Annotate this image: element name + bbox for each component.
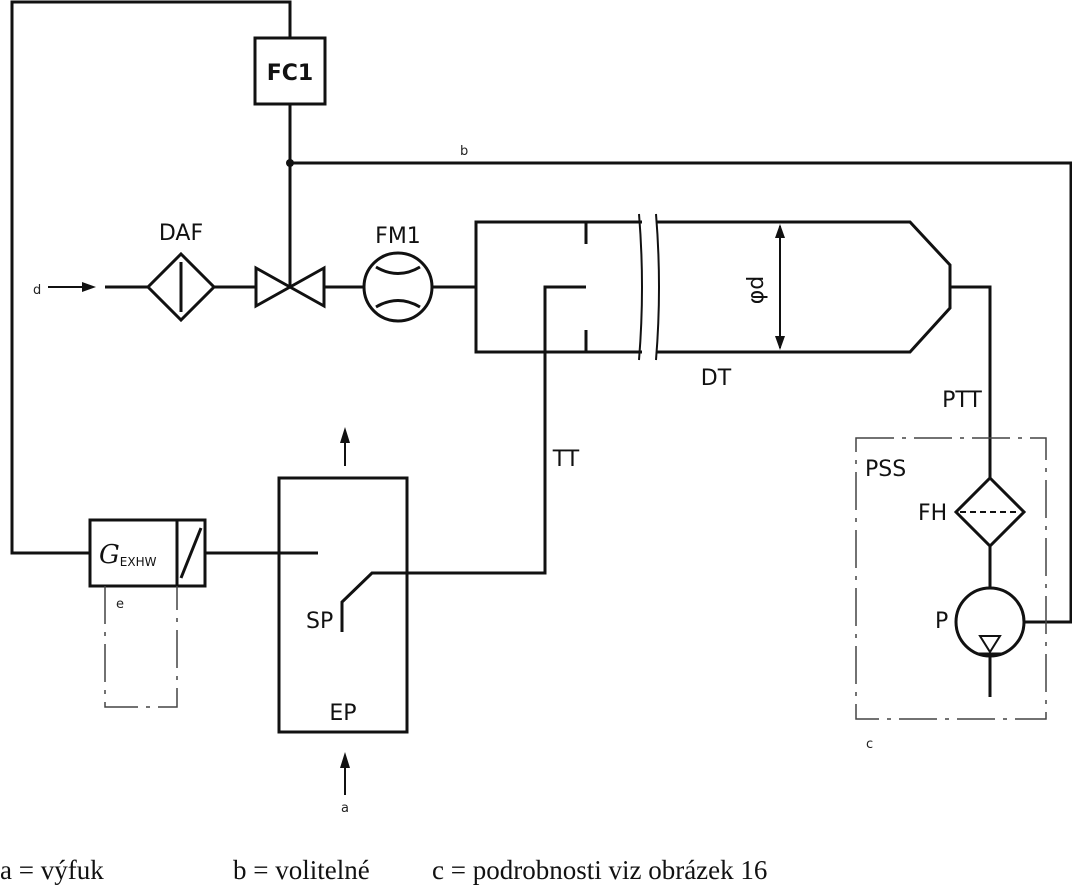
fm1-flow-meter bbox=[362, 251, 434, 323]
marker-c: c bbox=[866, 737, 873, 752]
legend-a: a = výfuk bbox=[0, 855, 104, 885]
tt-label: TT bbox=[552, 447, 580, 472]
pump-label: P bbox=[935, 609, 948, 634]
legend: a = výfuk b = volitelné c = podrobnosti … bbox=[0, 855, 1072, 889]
gexhw-slash bbox=[179, 527, 203, 579]
fc1-label: FC1 bbox=[267, 61, 313, 86]
dt-break-right bbox=[655, 213, 660, 361]
gexhw-dashed-link bbox=[104, 586, 178, 708]
exhaust-out-arrowhead bbox=[340, 427, 350, 443]
marker-a: a bbox=[341, 801, 349, 816]
dt-diameter-arrow-bottom bbox=[775, 336, 785, 350]
pump-p bbox=[954, 586, 1026, 658]
ptt-label: PTT bbox=[942, 388, 982, 413]
pss-label: PSS bbox=[865, 457, 906, 482]
dt-label: DT bbox=[701, 366, 732, 391]
pss-box bbox=[855, 437, 1047, 720]
gexhw-label: GEXHW bbox=[99, 540, 157, 570]
legend-b: b = volitelné bbox=[233, 855, 370, 885]
ep-label: EP bbox=[329, 701, 356, 726]
dt-tunnel-right bbox=[656, 220, 952, 354]
ep-exhaust-pipe bbox=[277, 476, 409, 734]
legend-c: c = podrobnosti viz obrázek 16 bbox=[432, 855, 768, 885]
pump-triangle bbox=[978, 635, 1002, 654]
dt-diameter-label: φd bbox=[744, 276, 769, 304]
inlet-arrowhead-d bbox=[82, 282, 96, 292]
exhaust-in-arrowhead bbox=[340, 752, 350, 768]
tt-line bbox=[340, 285, 586, 632]
sp-label: SP bbox=[306, 609, 333, 634]
fm1-flow-meter-arc-bottom bbox=[375, 299, 421, 309]
control-valve bbox=[254, 265, 326, 309]
optional-line-b bbox=[290, 161, 1072, 624]
fm1-flow-meter-arc-top bbox=[375, 265, 421, 275]
fh-label: FH bbox=[918, 501, 947, 526]
marker-e: e bbox=[116, 597, 124, 612]
daf-label: DAF bbox=[159, 221, 203, 246]
dt-break-left bbox=[638, 213, 643, 361]
daf-filter bbox=[145, 251, 217, 323]
dt-diameter-arrow-top bbox=[775, 224, 785, 238]
marker-b: b bbox=[460, 144, 468, 159]
ptt-line bbox=[950, 285, 992, 478]
dt-tunnel-left bbox=[474, 220, 642, 354]
fm1-label: FM1 bbox=[375, 224, 421, 249]
marker-d: d bbox=[33, 283, 41, 298]
control-line-fc1-gexhw bbox=[10, 0, 292, 555]
